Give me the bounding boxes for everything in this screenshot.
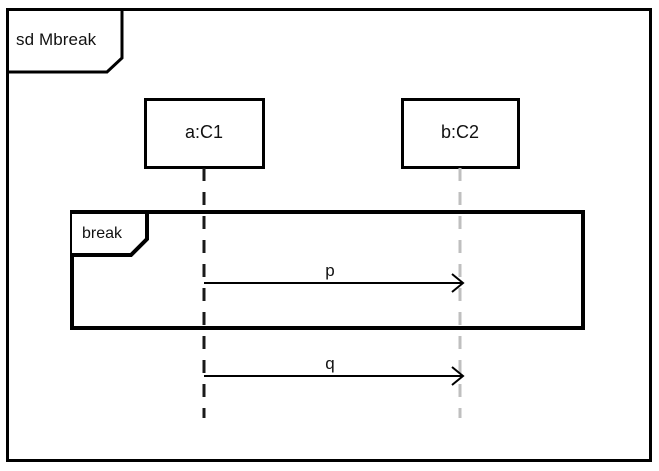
- lifeline-head-b[interactable]: [401, 98, 520, 169]
- lifeline-head-a[interactable]: [144, 98, 265, 169]
- lifeline-label-a: a:C1: [184, 122, 224, 142]
- break-fragment-tag: [72, 210, 149, 257]
- lifeline-label-b: b:C2: [440, 122, 480, 142]
- break-fragment-border[interactable]: [70, 210, 585, 330]
- break-fragment-label: break: [82, 225, 123, 242]
- message-p-arrowhead: [451, 273, 465, 293]
- message-q-arrowhead: [451, 366, 465, 386]
- message-label-q: q: [325, 354, 335, 373]
- diagram-frame-title: sd Mbreak: [16, 30, 97, 49]
- frame-title-tag: [6, 8, 124, 74]
- message-label-p: p: [325, 261, 335, 280]
